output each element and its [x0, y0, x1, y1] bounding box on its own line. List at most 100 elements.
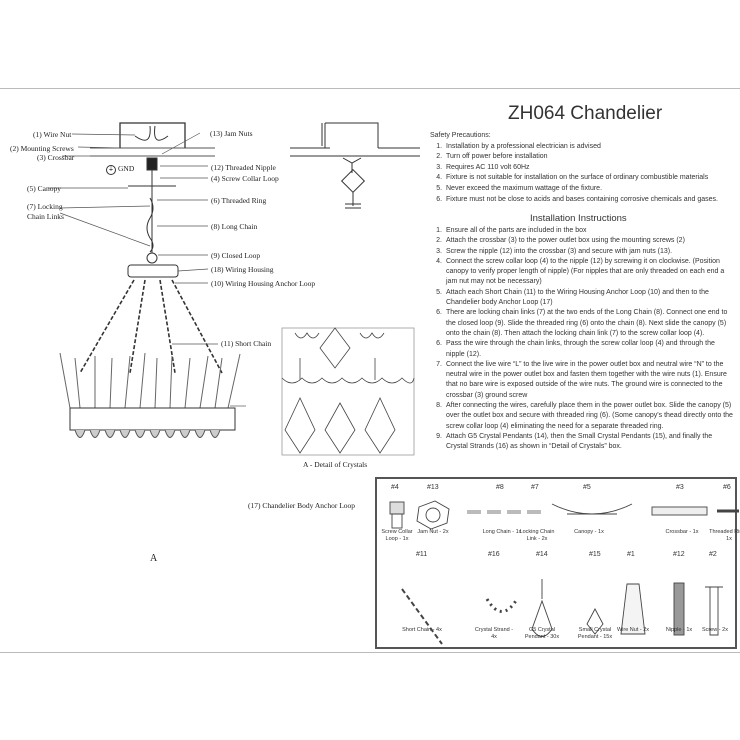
label-body-anchor-loop: (17) Chandelier Body Anchor Loop	[248, 501, 356, 510]
screw-collar-loop-icon	[389, 501, 405, 515]
instruction-number: 6.	[436, 340, 442, 348]
label-long-chain: (8) Long Chain	[211, 222, 258, 231]
label-jam-nuts: (13) Jam Nuts	[210, 129, 253, 138]
wiring-housing	[127, 264, 179, 278]
part-label: Small Crystal Pendant - 15x	[577, 627, 613, 640]
part-number: #15	[589, 551, 601, 558]
label-threaded-ring: (6) Threaded Ring	[211, 196, 267, 205]
label-short-chain: (11) Short Chain	[221, 339, 272, 348]
part-label: Crossbar - 1x	[665, 529, 699, 535]
safety-section: Safety Precautions: Installation by a pr…	[430, 131, 735, 205]
safety-item: Fixture is not suitable for installation…	[444, 173, 735, 184]
part-label: Short Chain - 4x	[402, 627, 442, 633]
safety-item: Fixture must not be close to acids and b…	[444, 195, 735, 206]
instruction-number: 9.	[436, 432, 442, 440]
instruction-text: Screw the nipple (12) into the crossbar …	[446, 247, 673, 255]
instruction-number: 3.	[436, 247, 442, 255]
screw-icon	[705, 586, 723, 636]
instruction-number: 5.	[436, 288, 442, 296]
instruction-number: 2.	[436, 237, 442, 245]
instruction-item: 8. After connecting the wires, carefully …	[430, 401, 735, 432]
instruction-item: 5. Attach each Short Chain (11) to the Wi…	[430, 288, 735, 309]
bottom-divider	[0, 652, 740, 653]
instruction-text: After connecting the wires, carefully pl…	[446, 402, 733, 430]
label-threaded-nipple: (12) Threaded Nipple	[211, 163, 276, 172]
part-number: #7	[531, 484, 539, 491]
instruction-text: Ensure all of the parts are included in …	[446, 227, 587, 234]
instruction-text: Attach each Short Chain (11) to the Wiri…	[446, 288, 709, 307]
label-wiring-housing-anchor-loop: (10) Wiring Housing Anchor Loop	[211, 279, 316, 288]
ground-icon: ⏚	[106, 165, 116, 175]
wire-nut-icon	[620, 583, 646, 635]
safety-item: Installation by a professional electrici…	[444, 142, 735, 153]
label-mounting-screws: (2) Mounting Screws	[10, 144, 74, 153]
label-closed-loop: (9) Closed Loop	[211, 251, 261, 260]
g5-pendant-icon	[531, 579, 553, 637]
short-chain-icon	[401, 588, 443, 645]
part-number: #2	[709, 551, 717, 558]
instruction-item: 6.There are locking chain links (7) at t…	[430, 308, 735, 339]
closed-loop	[146, 252, 158, 264]
safety-item: Never exceed the maximum wattage of the …	[444, 184, 735, 195]
part-label: Long Chain - 1x	[482, 529, 522, 535]
part-label: Wire Nut - 2x	[616, 627, 650, 633]
label-locking-chain-links: (7) Locking	[27, 202, 63, 211]
instruction-text: Attach the crossbar (3) to the power out…	[446, 237, 685, 245]
part-label: Locking Chain Link - 2x	[519, 529, 555, 542]
instruction-item: 1. Ensure all of the parts are included i…	[430, 226, 735, 236]
crossbar-icon	[651, 506, 708, 516]
label-screw-collar-loop: (4) Screw Collar Loop	[211, 174, 279, 183]
outlet-box	[119, 122, 186, 148]
instruction-text: Connect the live wire “L” to the live wi…	[446, 360, 727, 399]
label-wire-nut: (1) Wire Nut	[33, 130, 72, 139]
nipple-icon	[673, 582, 685, 636]
canopy-icon	[551, 503, 633, 515]
detail-caption: A - Detail of Crystals	[303, 460, 368, 469]
instruction-text: Connect the screw collar loop (4) to the…	[446, 257, 725, 286]
short-chains	[79, 279, 223, 374]
part-number: #6	[723, 484, 731, 491]
jam-nut-icon	[416, 500, 450, 530]
part-number: #12	[673, 551, 685, 558]
instructions-section: 1. Ensure all of the parts are included i…	[430, 226, 735, 453]
page-title: ZH064 Chandelier	[508, 103, 663, 124]
part-label: Screw Collar Loop - 1x	[381, 529, 413, 542]
part-number: #8	[496, 484, 504, 491]
wires	[134, 125, 169, 141]
part-number: #3	[676, 484, 684, 491]
instruction-item: 3. Screw the nipple (12) into the crossba…	[430, 247, 735, 257]
part-number: #11	[416, 551, 428, 558]
small-pendant-icon	[586, 608, 604, 635]
part-number: #16	[488, 551, 500, 558]
safety-item: Requires AC 110 volt 60Hz	[444, 163, 735, 174]
part-label: Threaded Ring - 1x	[709, 529, 740, 542]
part-number: #13	[427, 484, 439, 491]
part-label: G5 Crystal Pendant - 30x	[524, 627, 560, 640]
instruction-number: 4.	[436, 257, 442, 265]
instruction-item: 2. Attach the crossbar (3) to the power o…	[430, 236, 735, 246]
label-wiring-housing: (18) Wiring Housing	[211, 265, 274, 274]
instruction-text: There are locking chain links (7) at the…	[446, 309, 728, 337]
ceiling	[90, 147, 215, 157]
body-crystals	[74, 429, 221, 438]
instruction-text: Pass the wire through the chain links, t…	[446, 340, 715, 358]
part-number: #5	[583, 484, 591, 491]
label-crossbar: (3) Crossbar	[37, 153, 75, 162]
crystal-detail-box	[281, 327, 415, 456]
instruction-number: 1.	[436, 227, 442, 234]
safety-list: Installation by a professional electrici…	[430, 142, 735, 206]
instruction-number: 8.	[436, 402, 442, 410]
instructions-heading: Installation Instructions	[530, 213, 627, 224]
detail-marker: A	[150, 553, 158, 564]
instruction-item: 4. Connect the screw collar loop (4) to t…	[430, 257, 735, 288]
crystal-strand-icon	[485, 598, 519, 613]
label-locking-chain-links-2: Chain Links	[27, 212, 64, 221]
instructions-list: 1. Ensure all of the parts are included i…	[430, 226, 735, 453]
safety-heading: Safety Precautions:	[430, 132, 491, 139]
label-canopy: (5) Canopy	[27, 184, 61, 193]
chandelier-body	[69, 407, 236, 431]
chandelier-diagram	[48, 122, 420, 456]
part-label: Crystal Strand - 4x	[474, 627, 514, 640]
instruction-text: Attach G5 Crystal Pendants (14), then th…	[446, 432, 713, 451]
